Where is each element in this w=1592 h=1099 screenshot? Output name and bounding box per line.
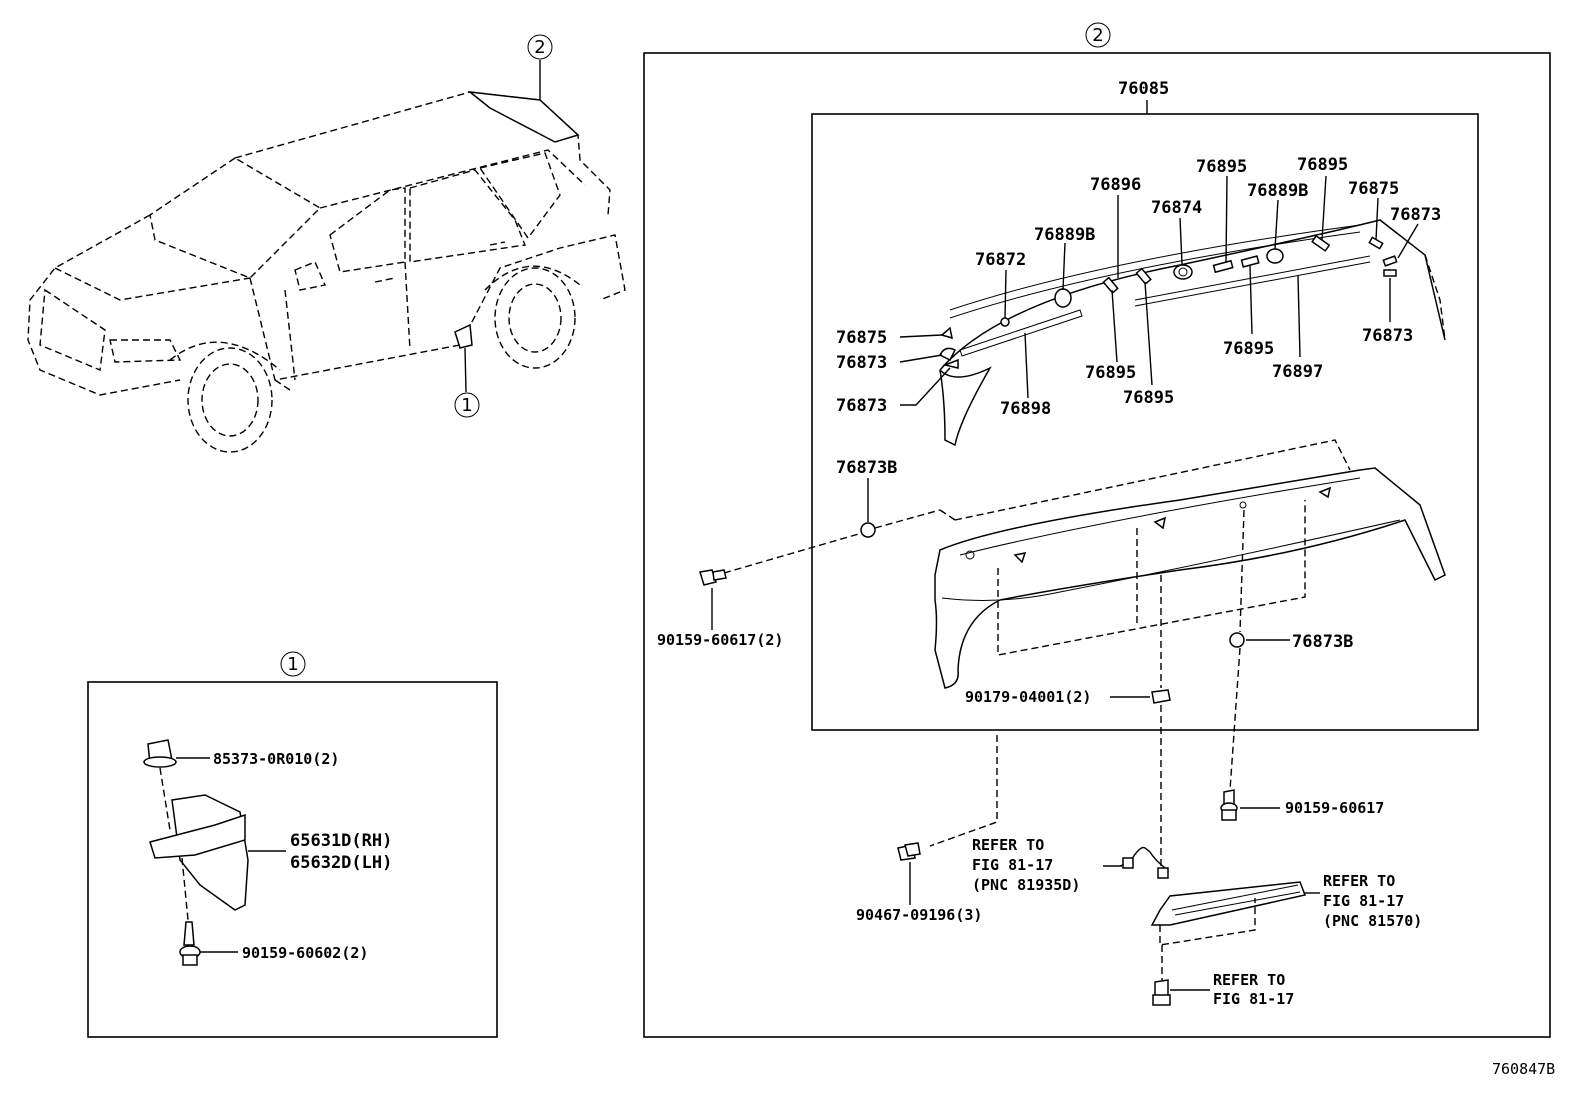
label-76896: 76896 <box>1090 175 1141 195</box>
spoiler-inner-box <box>811 113 1479 731</box>
label-76897: 76897 <box>1272 362 1323 382</box>
label-76898: 76898 <box>1000 399 1051 419</box>
callout-2-box: 2 <box>1085 22 1111 48</box>
label-65632D: 65632D(LH) <box>290 853 392 873</box>
label-76875-a: 76875 <box>1348 179 1399 199</box>
refer-3-line1: REFER TO <box>1213 971 1285 989</box>
spoiler-outer-box <box>643 52 1551 1038</box>
refer-2-line2: FIG 81-17 <box>1323 892 1404 910</box>
label-76872: 76872 <box>975 250 1026 270</box>
label-76873-b: 76873 <box>836 353 887 373</box>
svg-text:1: 1 <box>287 654 298 675</box>
spoiler-drawing <box>699 439 1446 704</box>
label-90159-60602: 90159-60602(2) <box>242 944 368 962</box>
mudflap-box <box>87 681 498 1038</box>
label-76895-a: 76895 <box>1196 157 1247 177</box>
label-76873-d: 76873 <box>1362 326 1413 346</box>
label-76889B-b: 76889B <box>1247 181 1308 201</box>
callout-1-box: 1 <box>280 651 306 677</box>
label-76895-c: 76895 <box>1085 363 1136 383</box>
label-85373: 85373-0R010(2) <box>213 750 339 768</box>
label-65631D: 65631D(RH) <box>290 831 392 851</box>
mudflap-parts <box>143 739 286 966</box>
refer-1-line2: FIG 81-17 <box>972 856 1053 874</box>
label-76895-e: 76895 <box>1223 339 1274 359</box>
label-76889B-a: 76889B <box>1034 225 1095 245</box>
svg-text:2: 2 <box>534 37 545 58</box>
label-90467-09196-3: 90467-09196(3) <box>856 906 982 924</box>
svg-text:2: 2 <box>1092 25 1103 46</box>
label-76895-d: 76895 <box>1123 388 1174 408</box>
label-90179-04001-2: 90179-04001(2) <box>965 688 1091 706</box>
lower-hardware-drawing <box>897 647 1320 1006</box>
refer-1-line3: (PNC 81935D) <box>972 876 1080 894</box>
refer-1-line1: REFER TO <box>972 836 1044 854</box>
spoiler-decals-drawing <box>899 175 1446 447</box>
label-76085: 76085 <box>1118 79 1169 99</box>
label-90159-60617: 90159-60617 <box>1285 799 1384 817</box>
callout-1-vehicle: 1 <box>454 392 480 418</box>
svg-text:1: 1 <box>461 395 472 416</box>
label-76873-a: 76873 <box>1390 205 1441 225</box>
label-76873-c: 76873 <box>836 396 887 416</box>
label-76895-b: 76895 <box>1297 155 1348 175</box>
label-76875-b: 76875 <box>836 328 887 348</box>
figure-code: 760847B <box>1492 1060 1555 1078</box>
label-76874: 76874 <box>1151 198 1202 218</box>
refer-2-line1: REFER TO <box>1323 872 1395 890</box>
label-76873B-a: 76873B <box>836 458 897 478</box>
label-76873B-b: 76873B <box>1292 632 1353 652</box>
refer-2-line3: (PNC 81570) <box>1323 912 1422 930</box>
vehicle-illustration <box>27 60 626 453</box>
callout-2-vehicle: 2 <box>527 34 553 60</box>
refer-3-line2: FIG 81-17 <box>1213 990 1294 1008</box>
label-90159-60617-2: 90159-60617(2) <box>657 631 783 649</box>
